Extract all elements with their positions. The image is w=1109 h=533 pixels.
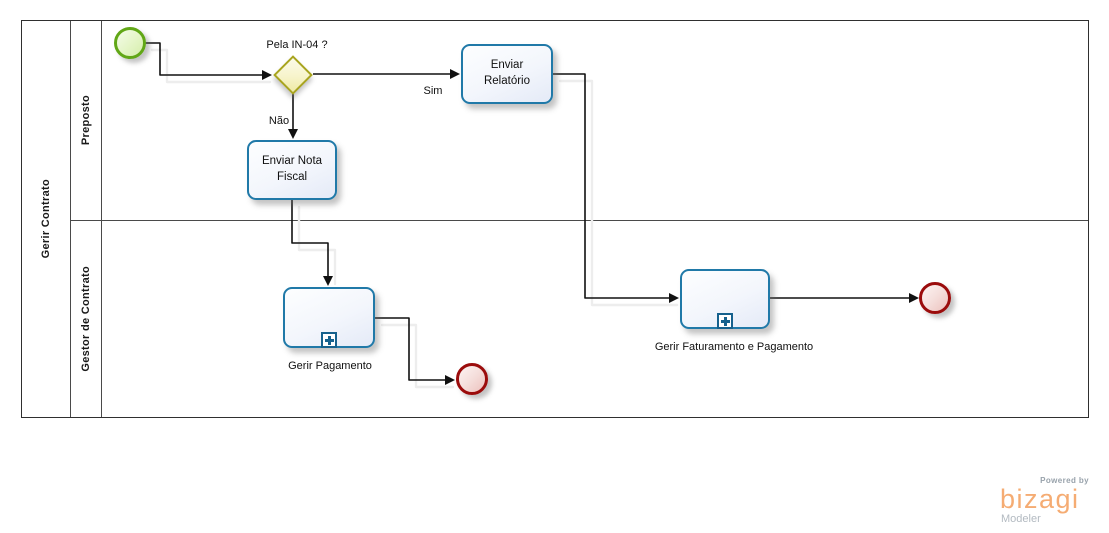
subprocess-gerir-pagamento-label: Gerir Pagamento xyxy=(288,360,372,372)
lane-preposto-header[interactable]: Preposto xyxy=(71,21,102,220)
task-enviar-relatorio[interactable]: Enviar Relatório xyxy=(461,44,553,104)
end-event-pagamento[interactable] xyxy=(456,363,488,395)
task-enviar-relatorio-label: Enviar Relatório xyxy=(483,59,531,87)
modeler-label: Modeler xyxy=(1001,513,1041,525)
task-enviar-nota-fiscal-label: Enviar Nota Fiscal xyxy=(261,155,323,183)
pool-gerir-contrato[interactable]: Gerir Contrato Preposto Gestor de Contra… xyxy=(21,20,1089,418)
flow-label-sim: Sim xyxy=(423,85,443,97)
subprocess-gerir-faturamento-label: Gerir Faturamento e Pagamento xyxy=(654,341,814,353)
gateway-question-label: Pela IN-04 ? xyxy=(266,39,328,51)
pool-label: Gerir Contrato xyxy=(40,179,52,259)
subprocess-plus-icon[interactable] xyxy=(717,313,733,329)
subprocess-plus-icon[interactable] xyxy=(321,332,337,348)
lane-gestor-de-contrato[interactable]: Gestor de Contrato xyxy=(71,221,1088,417)
lane-preposto[interactable]: Preposto xyxy=(71,21,1088,221)
subprocess-gerir-pagamento[interactable] xyxy=(283,287,375,348)
task-enviar-nota-fiscal[interactable]: Enviar Nota Fiscal xyxy=(247,140,337,200)
pool-header[interactable]: Gerir Contrato xyxy=(22,21,71,417)
lane-preposto-label: Preposto xyxy=(80,95,92,146)
bizagi-branding: Powered by bizagi Modeler xyxy=(1000,476,1092,525)
subprocess-gerir-faturamento[interactable] xyxy=(680,269,770,329)
plus-icon-bar xyxy=(327,335,331,345)
lane-gestor-header[interactable]: Gestor de Contrato xyxy=(71,221,102,417)
end-event-faturamento[interactable] xyxy=(919,282,951,314)
bizagi-logo: bizagi xyxy=(1000,484,1080,514)
start-event[interactable] xyxy=(114,27,146,59)
powered-by-label: Powered by xyxy=(1040,476,1089,485)
flow-label-nao: Não xyxy=(268,115,290,127)
lane-gestor-label: Gestor de Contrato xyxy=(80,266,92,372)
plus-icon-bar xyxy=(723,316,727,326)
